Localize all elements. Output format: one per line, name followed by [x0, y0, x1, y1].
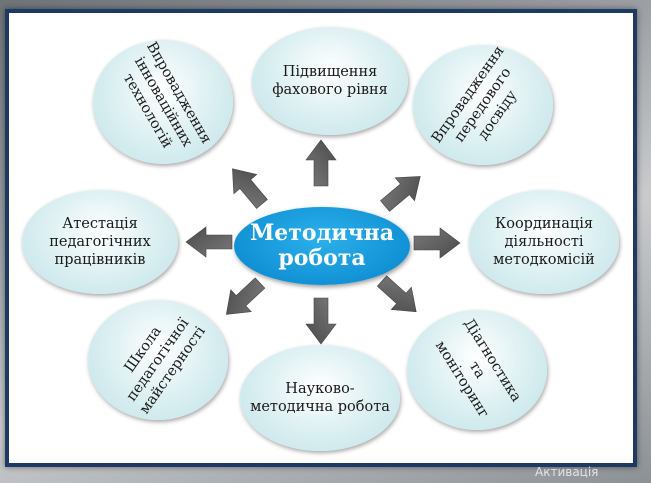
arrow-right: [413, 227, 461, 259]
node-label: Координація діяльності методкомісій: [493, 216, 595, 268]
watermark-text: Активація: [535, 465, 599, 479]
arrow-up-left: [232, 168, 268, 209]
arrow-down-right: [376, 275, 417, 313]
arrow-down: [305, 297, 337, 345]
node-coordination: Координація діяльності методкомісій: [469, 190, 619, 294]
arrow-up: [305, 139, 337, 187]
center-title: Методична робота: [249, 220, 395, 271]
node-scientific-work: Науково- методична робота: [240, 345, 400, 451]
arrow-up-right: [380, 176, 421, 212]
node-label: Атестація педагогічних працівників: [49, 216, 151, 268]
node-pedagogical-school: Школа педагогічної майстерності: [88, 300, 228, 420]
center-node: Методична робота: [234, 207, 410, 285]
node-diagnostics: Діагностика та моніторинг: [407, 310, 547, 430]
node-innovation: Впровадження інноваційних технологій: [93, 39, 233, 164]
node-label: Підвищення фахового рівня: [272, 64, 388, 98]
node-attestation: Атестація педагогічних працівників: [22, 190, 178, 294]
node-professional-level: Підвищення фахового рівня: [252, 27, 408, 135]
arrow-left: [185, 226, 233, 258]
node-advanced-experience: Впровадження передового досвіду: [413, 43, 553, 165]
node-label: Науково- методична робота: [250, 381, 390, 415]
arrow-down-left: [225, 277, 266, 315]
